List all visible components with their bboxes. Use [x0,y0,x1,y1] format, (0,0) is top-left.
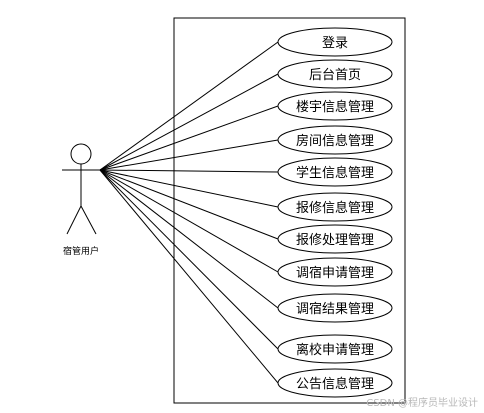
system-boundary [173,17,406,404]
use-case-ellipse [277,293,393,323]
use-case-ellipse [277,59,393,89]
use-case: 学生信息管理 [277,157,393,187]
association-line [99,41,279,171]
association-line [99,169,279,350]
actor-head [70,143,92,165]
association-line [99,169,279,273]
use-case-ellipse [277,334,393,364]
use-case-ellipse [277,125,393,155]
use-case-ellipse [277,257,393,287]
use-case-label: 后台首页 [309,68,361,83]
use-case-label: 调宿申请管理 [296,265,374,281]
use-case-ellipse [277,224,393,254]
use-case-label: 报修信息管理 [296,200,374,216]
association-line [99,73,279,171]
association-line [99,169,279,240]
association-line [99,169,279,173]
use-case: 楼宇信息管理 [277,91,393,121]
use-case-ellipse [277,91,393,121]
use-case: 房间信息管理 [277,125,393,155]
use-case-ellipse [277,27,393,57]
use-case-ellipse [277,368,393,398]
use-case: 报修信息管理 [277,192,393,222]
actor-right-leg [80,205,97,235]
use-cases: 登录后台首页楼宇信息管理房间信息管理学生信息管理报修信息管理报修处理管理调宿申请… [277,27,393,398]
use-case-label: 调宿结果管理 [296,301,374,317]
use-case-label: 登录 [322,36,348,51]
association-line [99,105,279,171]
use-case-label: 离校申请管理 [296,342,374,358]
use-case-label: 楼宇信息管理 [296,99,374,115]
use-case-label: 学生信息管理 [296,165,374,181]
association-line [99,169,279,384]
use-case-ellipse [277,192,393,222]
actor-label: 宿管用户 [63,245,99,257]
use-case: 调宿申请管理 [277,257,393,287]
use-case: 离校申请管理 [277,334,393,364]
use-case: 调宿结果管理 [277,293,393,323]
use-case: 登录 [277,27,393,57]
use-case-ellipse [277,157,393,187]
association-line [99,139,279,171]
association-line [99,169,279,309]
association-line [99,169,279,208]
actor-left-leg [66,205,82,235]
actor: 宿管用户 [62,143,100,257]
use-case-label: 报修处理管理 [296,233,374,248]
use-case: 报修处理管理 [277,224,393,254]
use-case-label: 公告信息管理 [296,376,374,392]
watermark: CSDN @程序员毕业设计 [366,396,478,409]
associations [99,41,279,384]
use-case-label: 房间信息管理 [296,133,374,149]
use-case: 公告信息管理 [277,368,393,398]
use-case: 后台首页 [277,59,393,89]
